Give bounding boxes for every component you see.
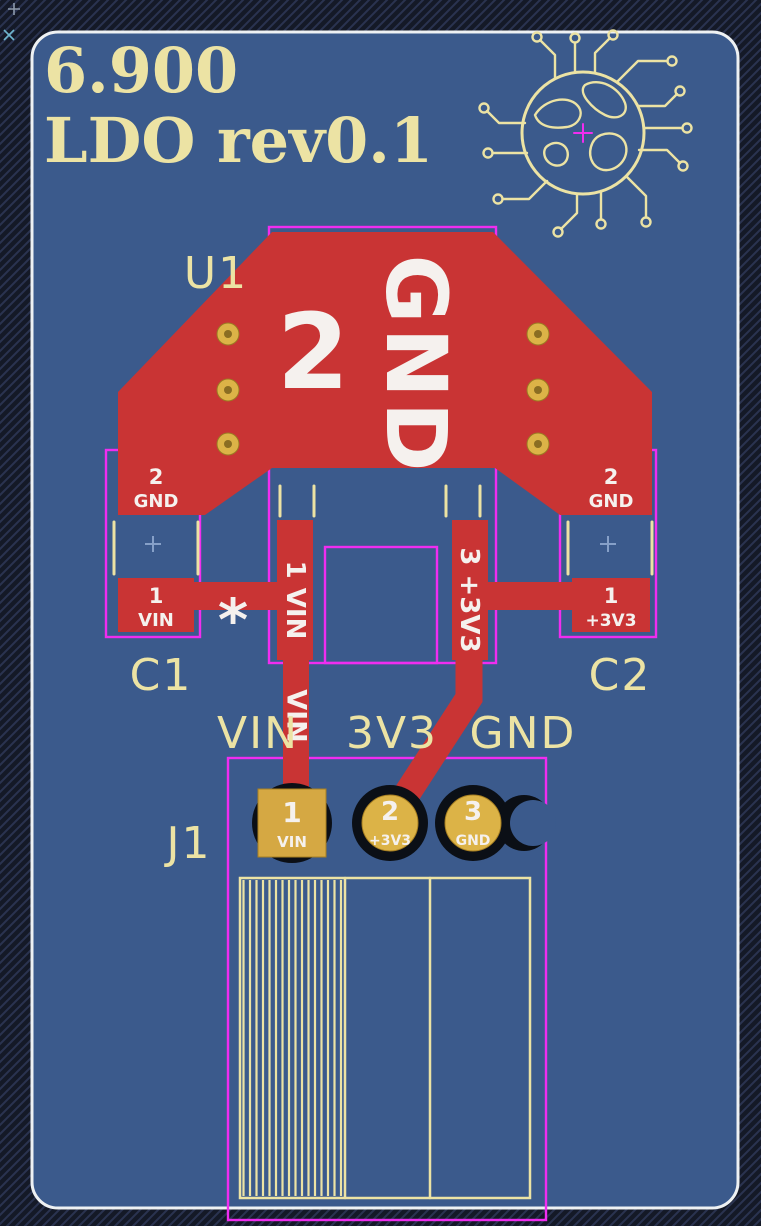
c1-pad1-net[interactable]: VIN bbox=[138, 610, 174, 631]
logo-trace-dot bbox=[666, 55, 678, 67]
net-label-3v3[interactable]: 3V3 bbox=[346, 708, 438, 759]
c2-pad1-number[interactable]: 1 bbox=[604, 584, 619, 608]
trace-vin-down[interactable] bbox=[283, 645, 309, 803]
j1-pad1-number[interactable]: 1 bbox=[282, 796, 301, 829]
c1-anchor-cross-icon bbox=[145, 536, 161, 552]
j1-body-silk bbox=[238, 876, 532, 1200]
logo-trace bbox=[637, 148, 682, 165]
via-hole bbox=[534, 386, 542, 394]
logo-trace-dot bbox=[569, 32, 581, 44]
trace-net-label[interactable]: VIN bbox=[281, 689, 312, 743]
via-array[interactable] bbox=[216, 322, 550, 456]
globe-circle bbox=[520, 70, 646, 196]
j1-refdes[interactable]: J1 bbox=[164, 818, 212, 869]
via-hole bbox=[534, 330, 542, 338]
logo-trace-dot bbox=[607, 29, 619, 41]
logo-trace bbox=[624, 174, 648, 219]
origin-marker-icon bbox=[3, 3, 20, 41]
u1-pad-3[interactable] bbox=[452, 520, 488, 660]
u1-tab-number[interactable]: 2 bbox=[277, 291, 349, 413]
j1-pin1-hatch-fill bbox=[242, 880, 343, 1196]
j1-pad1-net[interactable]: VIN bbox=[277, 833, 307, 851]
logo-trace bbox=[559, 192, 579, 231]
pin1-indicator-star[interactable]: * bbox=[218, 586, 248, 654]
grid-origin-icon bbox=[3, 29, 15, 41]
continent-shape bbox=[581, 80, 627, 119]
logo-trace bbox=[501, 179, 549, 201]
logo-trace-dot bbox=[595, 218, 607, 230]
logo-trace-dot bbox=[531, 31, 543, 43]
c1-pad-1[interactable] bbox=[118, 578, 194, 632]
trace-3v3-down[interactable] bbox=[387, 645, 483, 814]
j1-pad-3[interactable] bbox=[444, 794, 502, 852]
u1-pad3-label[interactable]: 3 +3V3 bbox=[454, 547, 484, 652]
logo-trace bbox=[636, 92, 679, 108]
continent-shape bbox=[589, 132, 628, 172]
via-hole bbox=[224, 440, 232, 448]
c2-pad2-net[interactable]: GND bbox=[589, 491, 634, 512]
logo-trace bbox=[593, 36, 612, 75]
u1-tab-net[interactable]: GND bbox=[367, 255, 465, 476]
c2-anchor-cross-icon bbox=[600, 536, 616, 552]
logo-trace-dot bbox=[681, 122, 693, 134]
c2-pad2-number[interactable]: 2 bbox=[604, 465, 619, 489]
trace-vin-left[interactable] bbox=[190, 582, 283, 610]
logo-trace-dot bbox=[492, 193, 504, 205]
c2-refdes[interactable]: C2 bbox=[589, 650, 652, 701]
j1-pads[interactable] bbox=[257, 788, 502, 858]
net-label-gnd[interactable]: GND bbox=[470, 708, 577, 759]
c1-pad2-number[interactable]: 2 bbox=[149, 465, 164, 489]
logo-trace-dot bbox=[478, 102, 490, 114]
u1-body-outline bbox=[323, 545, 439, 665]
copper-layer bbox=[118, 232, 652, 814]
logo-trace-dot bbox=[677, 160, 689, 172]
via-hole bbox=[224, 330, 232, 338]
c2-pad-1[interactable] bbox=[572, 578, 650, 632]
logo-trace-dot bbox=[552, 226, 564, 238]
silkscreen-layer bbox=[112, 484, 654, 1200]
logo-trace-dot bbox=[482, 147, 494, 159]
logo-trace bbox=[485, 109, 527, 125]
via-hole bbox=[534, 440, 542, 448]
c2-pad-2[interactable] bbox=[572, 456, 650, 514]
j1-pad3-net[interactable]: GND bbox=[456, 833, 491, 849]
anchor-cross-icon bbox=[573, 123, 593, 143]
continent-shape bbox=[533, 98, 582, 129]
logo-trace-dot bbox=[640, 216, 652, 228]
c1-pad-2[interactable] bbox=[118, 456, 194, 514]
j1-pad-1[interactable] bbox=[257, 788, 327, 858]
j1-edge-opening-mask bbox=[510, 800, 556, 846]
u1-pad1-label[interactable]: 1 VIN bbox=[280, 561, 310, 640]
j1-courtyard bbox=[226, 756, 548, 1222]
c2-pad1-net[interactable]: +3V3 bbox=[585, 611, 636, 631]
c1-pad2-net[interactable]: GND bbox=[134, 491, 179, 512]
board-title-line2[interactable]: LDO rev0.1 bbox=[44, 104, 433, 177]
crosshair-icon bbox=[8, 3, 20, 15]
net-label-vin[interactable]: VIN bbox=[217, 708, 299, 759]
logo-trace bbox=[538, 38, 557, 81]
logo-trace-dot bbox=[674, 85, 686, 97]
c1-pad1-number[interactable]: 1 bbox=[149, 584, 164, 608]
logo-trace bbox=[615, 59, 669, 84]
via-hole bbox=[224, 386, 232, 394]
j1-pad3-number[interactable]: 3 bbox=[464, 797, 482, 827]
board-title-line1[interactable]: 6.900 bbox=[44, 34, 238, 107]
j1-pad-2[interactable] bbox=[361, 794, 419, 852]
globe-circuit-logo-icon[interactable] bbox=[478, 29, 693, 238]
trace-3v3-right[interactable] bbox=[486, 582, 576, 610]
c1-refdes[interactable]: C1 bbox=[130, 650, 193, 701]
u1-gnd-tab-pad[interactable] bbox=[118, 232, 652, 515]
u1-refdes[interactable]: U1 bbox=[184, 248, 248, 299]
continent-shape bbox=[543, 141, 569, 167]
j1-pad2-net[interactable]: +3V3 bbox=[369, 833, 411, 849]
j1-pad2-number[interactable]: 2 bbox=[381, 797, 399, 827]
